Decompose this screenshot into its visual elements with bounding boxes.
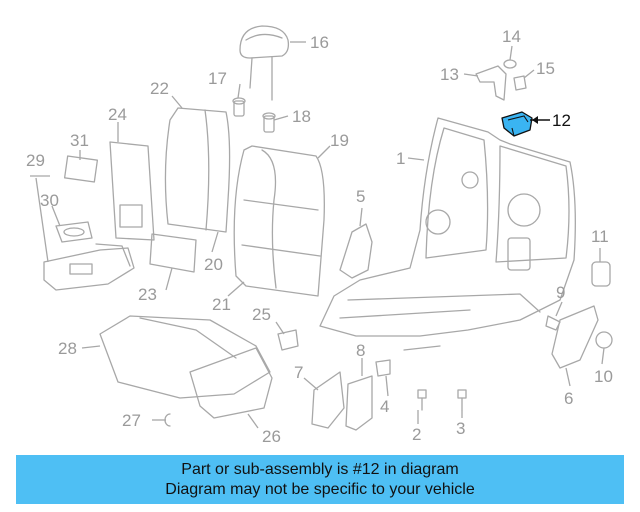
part-seatback-pad (164, 107, 231, 233)
part-bolt (417, 389, 427, 411)
part-clip (375, 359, 391, 377)
label-29: 29 (26, 151, 45, 170)
part-knob (595, 331, 613, 349)
label-8: 8 (356, 341, 365, 360)
label-1: 1 (396, 149, 405, 168)
info-banner: Part or sub-assembly is #12 in diagram D… (16, 455, 624, 504)
label-12: 12 (552, 111, 571, 130)
part-foam-block (149, 233, 197, 273)
part-headrest (239, 25, 290, 101)
callout-labels: 1 2 3 4 5 6 7 8 9 10 11 12 13 14 15 16 1… (26, 27, 613, 446)
part-hinge-cover-8 (345, 375, 373, 431)
part-small-bracket (277, 329, 299, 351)
label-26: 26 (262, 427, 281, 446)
label-2: 2 (412, 425, 421, 444)
part-headrest-guide-18 (262, 112, 276, 133)
part-cover-clip (55, 221, 93, 243)
leader-lines (30, 41, 605, 429)
label-30: 30 (40, 191, 59, 210)
part-headrest-guide-17 (232, 97, 246, 117)
part-cover-cap (591, 261, 611, 287)
label-31: 31 (70, 131, 89, 150)
label-5: 5 (356, 187, 365, 206)
label-16: 16 (310, 33, 329, 52)
label-18: 18 (292, 107, 311, 126)
part-cushion-cover (189, 347, 273, 419)
label-21: 21 (212, 295, 231, 314)
part-pad (63, 155, 99, 183)
label-19: 19 (330, 131, 349, 150)
label-10: 10 (594, 367, 613, 386)
label-6: 6 (564, 389, 573, 408)
label-28: 28 (58, 339, 77, 358)
part-lever (545, 315, 561, 331)
part-bolt-3 (457, 389, 467, 411)
label-3: 3 (456, 419, 465, 438)
part-hinge-cover-7 (311, 371, 345, 429)
label-7: 7 (294, 363, 303, 382)
part-12-highlighted (501, 111, 533, 137)
part-small-cover (513, 75, 527, 91)
part-frame-bracket (339, 223, 373, 279)
part-seat-trim (43, 243, 135, 291)
part-seat-frame (319, 117, 576, 351)
label-14: 14 (502, 27, 521, 46)
part-side-panel (109, 141, 155, 241)
part-bushing (503, 59, 517, 69)
banner-line-2: Diagram may not be specific to your vehi… (165, 481, 475, 498)
label-24: 24 (108, 105, 127, 124)
label-17: 17 (208, 69, 227, 88)
part-side-trim (551, 305, 599, 369)
label-20: 20 (204, 255, 223, 274)
label-23: 23 (138, 285, 157, 304)
part-seatback-cover (233, 145, 325, 297)
banner-line-1: Part or sub-assembly is #12 in diagram (181, 461, 459, 478)
parts-diagram: 1 2 3 4 5 6 7 8 9 10 11 12 13 14 15 16 1… (26, 25, 613, 446)
label-9: 9 (556, 283, 565, 302)
label-13: 13 (440, 65, 459, 84)
label-25: 25 (252, 305, 271, 324)
part-hinge-bracket (475, 65, 507, 101)
label-27: 27 (122, 411, 141, 430)
label-22: 22 (150, 79, 169, 98)
part-cushion-pad (99, 315, 271, 399)
label-11: 11 (591, 227, 609, 246)
label-15: 15 (536, 59, 555, 78)
label-4: 4 (380, 397, 389, 416)
